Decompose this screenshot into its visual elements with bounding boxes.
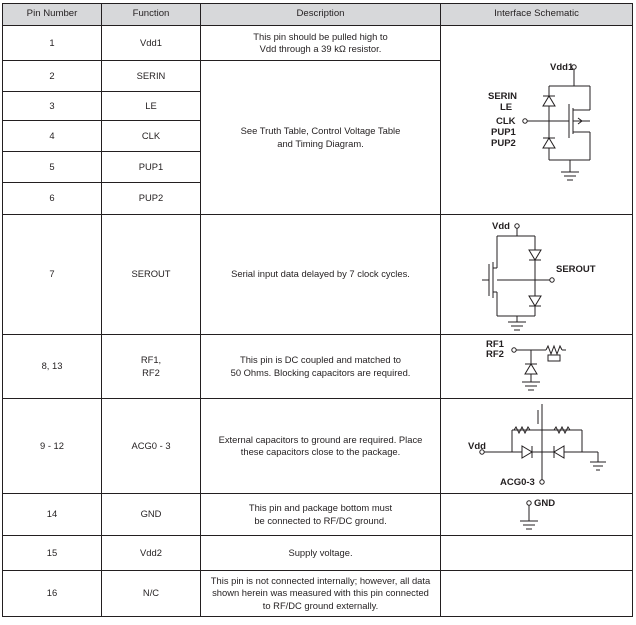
digital-input-schematic: Vdd1 <box>488 62 590 181</box>
table-row: 15 Vdd2 Supply voltage. <box>2 535 633 571</box>
table-row: 8, 13 RF1, RF2 This pin is DC coupled an… <box>2 334 633 399</box>
table-row: 3 LE <box>2 91 633 121</box>
table-row: 16 N/C This pin is not connected interna… <box>2 570 633 617</box>
table-row: 5 PUP1 <box>2 151 633 183</box>
description-cell: This pin and package bottom must be conn… <box>200 493 441 536</box>
serout-label: SEROUT <box>556 264 596 275</box>
function-cell: SEROUT <box>101 214 201 335</box>
schematic-gnd: GND <box>440 493 633 536</box>
schematic-empty <box>440 570 633 617</box>
vdd-label: Vdd <box>492 221 510 232</box>
header-interface-schematic: Interface Schematic <box>440 3 633 26</box>
pin-number-cell: 1 <box>2 25 102 61</box>
pin-number-cell: 3 <box>2 91 102 121</box>
table-row: 9 - 12 ACG0 - 3 External capacitors to g… <box>2 398 633 494</box>
gnd-label: GND <box>534 498 555 509</box>
acg-schematic: Vdd ACG0-3 <box>468 403 606 488</box>
serout-schematic: Vdd <box>481 221 596 330</box>
pin-number-cell: 9 - 12 <box>2 398 102 494</box>
description-cell: This pin is not connected internally; ho… <box>200 570 441 617</box>
pin-number-cell: 14 <box>2 493 102 536</box>
table-row: 1 Vdd1 This pin should be pulled high to… <box>2 25 633 215</box>
header-function: Function <box>101 3 201 26</box>
vdd1-label: Vdd1 <box>550 62 574 73</box>
pup2-label: PUP2 <box>491 138 516 149</box>
acg-pin-label: ACG0-3 <box>500 477 535 488</box>
pin-number-cell: 16 <box>2 570 102 617</box>
function-cell: SERIN <box>101 60 201 92</box>
header-description: Description <box>200 3 441 26</box>
function-cell: N/C <box>101 570 201 617</box>
schematic-rf: RF1 RF2 <box>440 334 633 399</box>
schematic-acg: Vdd ACG0-3 <box>440 398 633 494</box>
table-row: 14 GND This pin and package bottom must … <box>2 493 633 536</box>
table-row: 7 SEROUT Serial input data delayed by 7 … <box>2 214 633 335</box>
rf-schematic: RF1 RF2 <box>486 339 566 390</box>
pin-number-cell: 15 <box>2 535 102 571</box>
description-cell: This pin is DC coupled and matched to 50… <box>200 334 441 399</box>
function-cell: ACG0 - 3 <box>101 398 201 494</box>
table-row: 4 CLK <box>2 120 633 152</box>
pin-number-cell: 5 <box>2 151 102 183</box>
pup1-label: PUP1 <box>491 127 517 138</box>
rf1-label: RF1 <box>486 339 505 350</box>
description-cell: This pin should be pulled high to Vdd th… <box>200 25 441 61</box>
function-cell: PUP2 <box>101 182 201 215</box>
table-header-row: Pin Number Function Description Interfac… <box>2 3 633 26</box>
schematic-serout: Vdd <box>440 214 633 335</box>
description-cell: Serial input data delayed by 7 clock cyc… <box>200 214 441 335</box>
function-cell: LE <box>101 91 201 121</box>
le-label: LE <box>500 102 512 113</box>
schematic-digital-input: Vdd1 <box>440 25 633 215</box>
serin-label: SERIN <box>488 91 517 102</box>
clk-label: CLK <box>496 116 516 127</box>
pin-description-table: Pin Number Function Description Interfac… <box>2 3 633 617</box>
description-cell: Supply voltage. <box>200 535 441 571</box>
pin-number-cell: 2 <box>2 60 102 92</box>
description-cell: External capacitors to ground are requir… <box>200 398 441 494</box>
pin-number-cell: 4 <box>2 120 102 152</box>
function-cell: Vdd2 <box>101 535 201 571</box>
function-cell: RF1, RF2 <box>101 334 201 399</box>
rf2-label: RF2 <box>486 349 504 360</box>
gnd-schematic: GND <box>519 498 555 529</box>
pin-number-cell: 6 <box>2 182 102 215</box>
schematic-empty <box>440 535 633 571</box>
function-cell: PUP1 <box>101 151 201 183</box>
pin-number-cell: 8, 13 <box>2 334 102 399</box>
pin-number-cell: 7 <box>2 214 102 335</box>
function-cell: CLK <box>101 120 201 152</box>
header-pin-number: Pin Number <box>2 3 102 26</box>
description-cell: See Truth Table, Control Voltage Table a… <box>200 60 441 215</box>
acg-vdd-label: Vdd <box>468 441 486 452</box>
function-cell: GND <box>101 493 201 536</box>
table-row: 2 SERIN See Truth Table, Control Voltage… <box>2 60 633 215</box>
function-cell: Vdd1 <box>101 25 201 61</box>
